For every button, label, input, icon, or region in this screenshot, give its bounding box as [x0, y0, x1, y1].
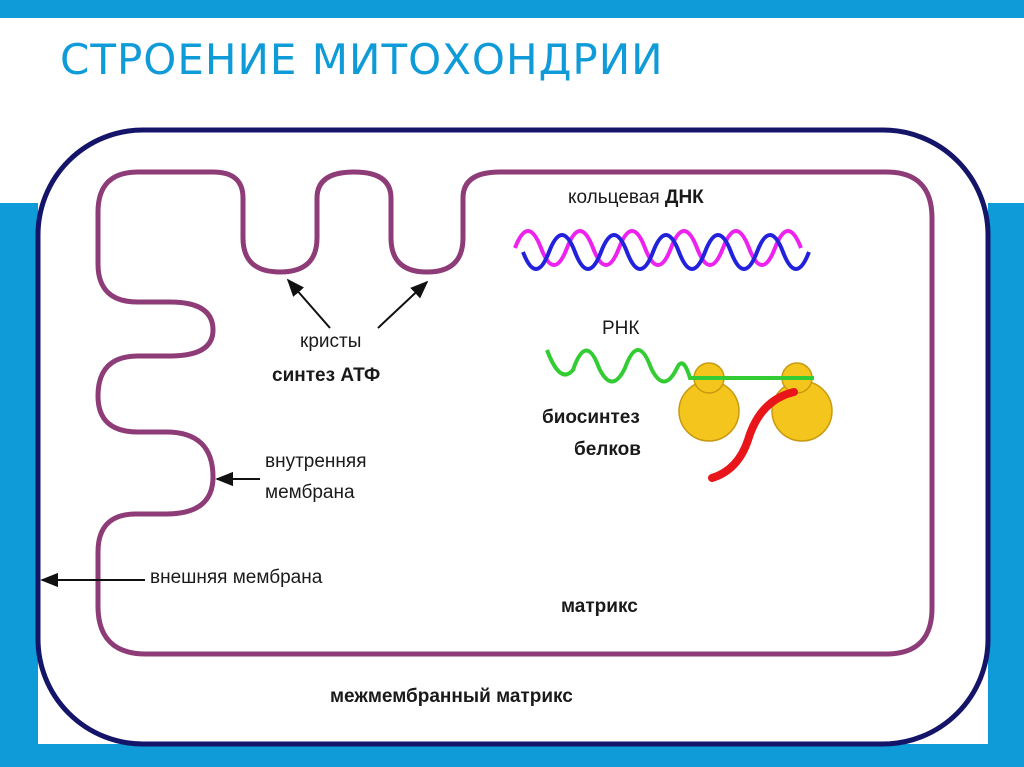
left-accent-band	[0, 203, 38, 767]
outer-membrane-label: внешняя мембрана	[150, 567, 323, 588]
dna-strand-2	[521, 233, 811, 271]
ring-dna-label: кольцевая ДНК	[568, 187, 704, 208]
cristae-arrow-left	[286, 278, 331, 329]
cristae-label: кристы	[300, 331, 361, 352]
top-accent-bar	[0, 0, 1024, 18]
protein-biosynthesis-label-line1: биосинтез	[542, 407, 640, 428]
protein-biosynthesis-label-line2: белков	[574, 439, 641, 460]
outer-membrane	[35, 127, 991, 747]
matrix-label: матрикс	[561, 596, 638, 617]
atp-synthesis-label: синтез АТФ	[272, 365, 380, 386]
inner-membrane-label-line1: внутренняя	[265, 451, 367, 472]
bottom-accent-band	[0, 744, 1024, 767]
dna-strand-1	[513, 229, 803, 267]
slide-title: СТРОЕНИЕ МИТОХОНДРИИ	[60, 35, 664, 84]
right-accent-band	[988, 203, 1024, 767]
intermembrane-matrix-label: межмембранный матрикс	[330, 686, 573, 707]
rna-label: РНК	[602, 318, 639, 339]
protein-chain	[708, 388, 798, 482]
inner-membrane	[95, 169, 935, 657]
inner-membrane-label-line2: мембрана	[265, 482, 355, 503]
cristae-arrow-right	[377, 280, 429, 329]
rna-strand	[545, 348, 814, 384]
